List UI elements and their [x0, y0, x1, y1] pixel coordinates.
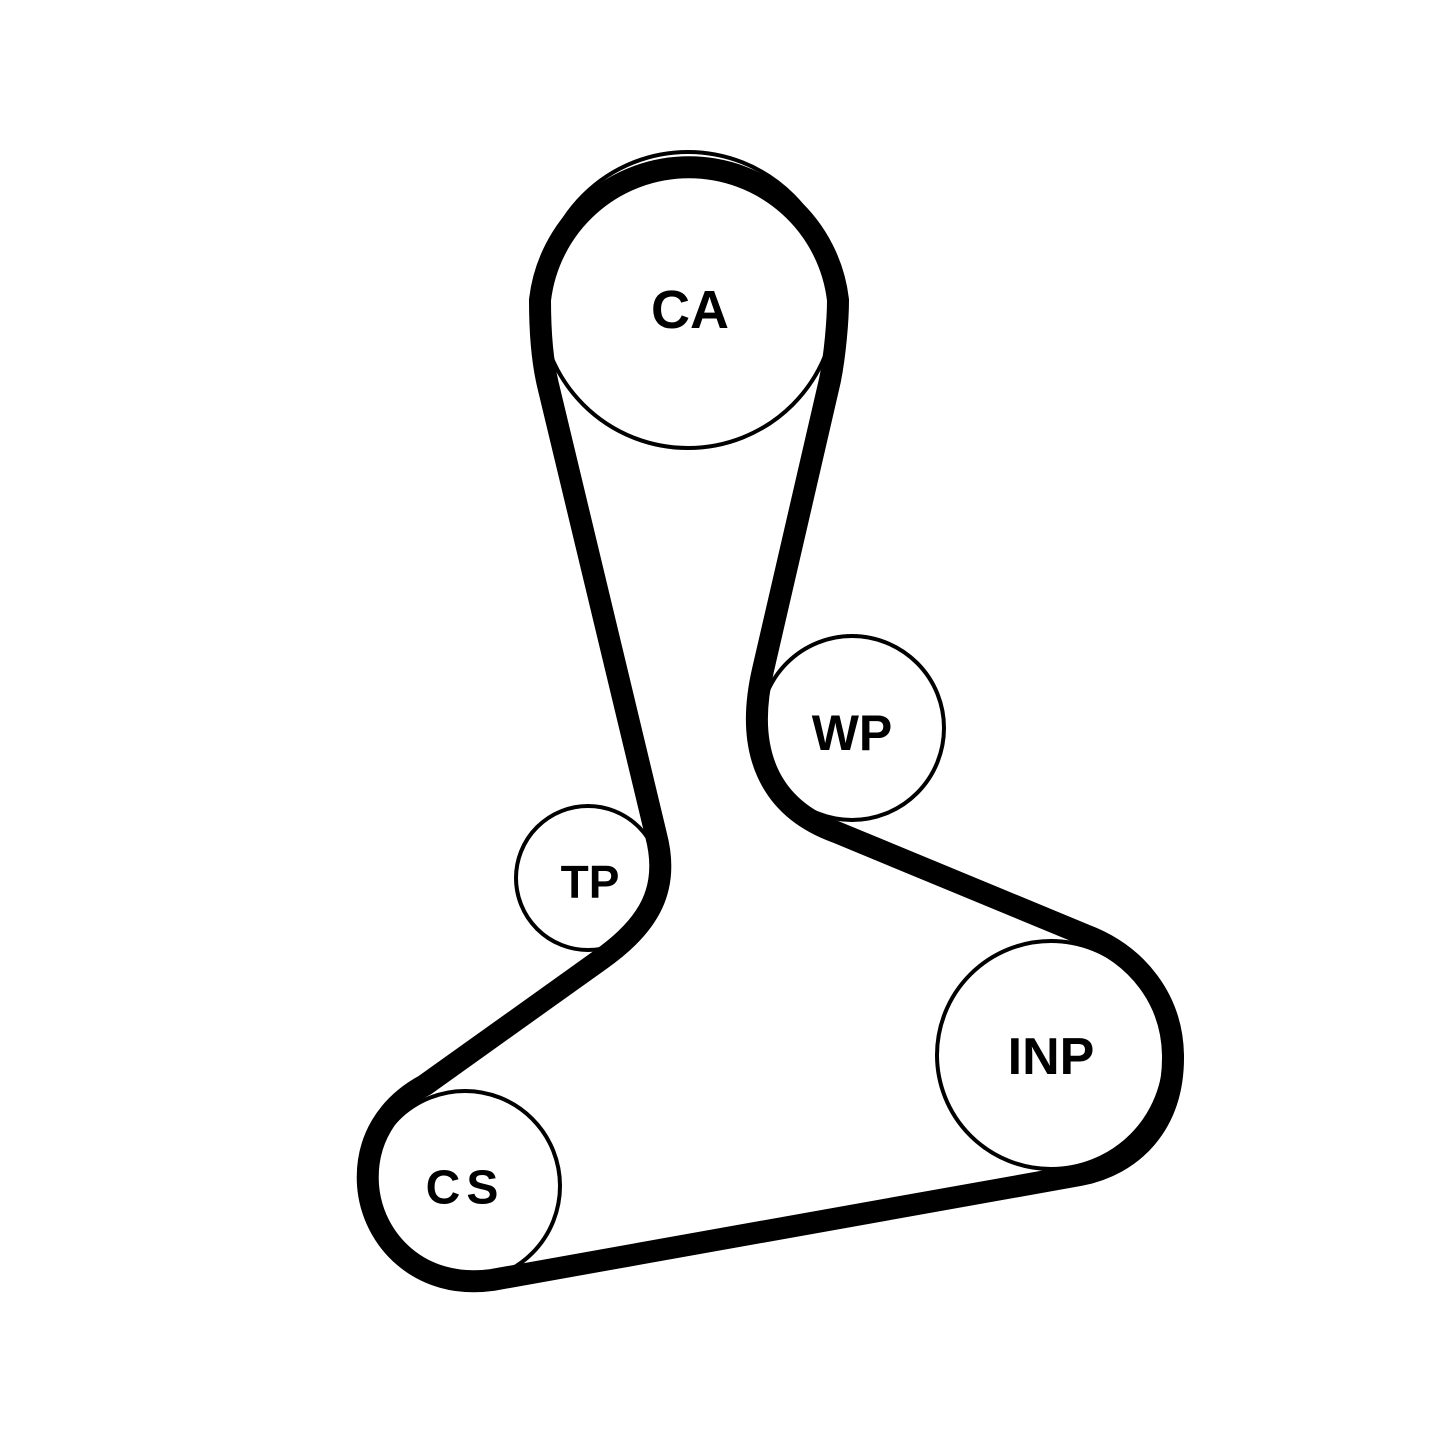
- pulley-wp-label: WP: [812, 705, 893, 761]
- pulley-cs-label: CS: [426, 1162, 505, 1215]
- pulley-inp-label: INP: [1008, 1028, 1095, 1086]
- timing-belt: [356, 156, 1185, 1293]
- pulley-ca-label: CA: [651, 280, 729, 340]
- pulley-tp-label: TP: [561, 856, 620, 908]
